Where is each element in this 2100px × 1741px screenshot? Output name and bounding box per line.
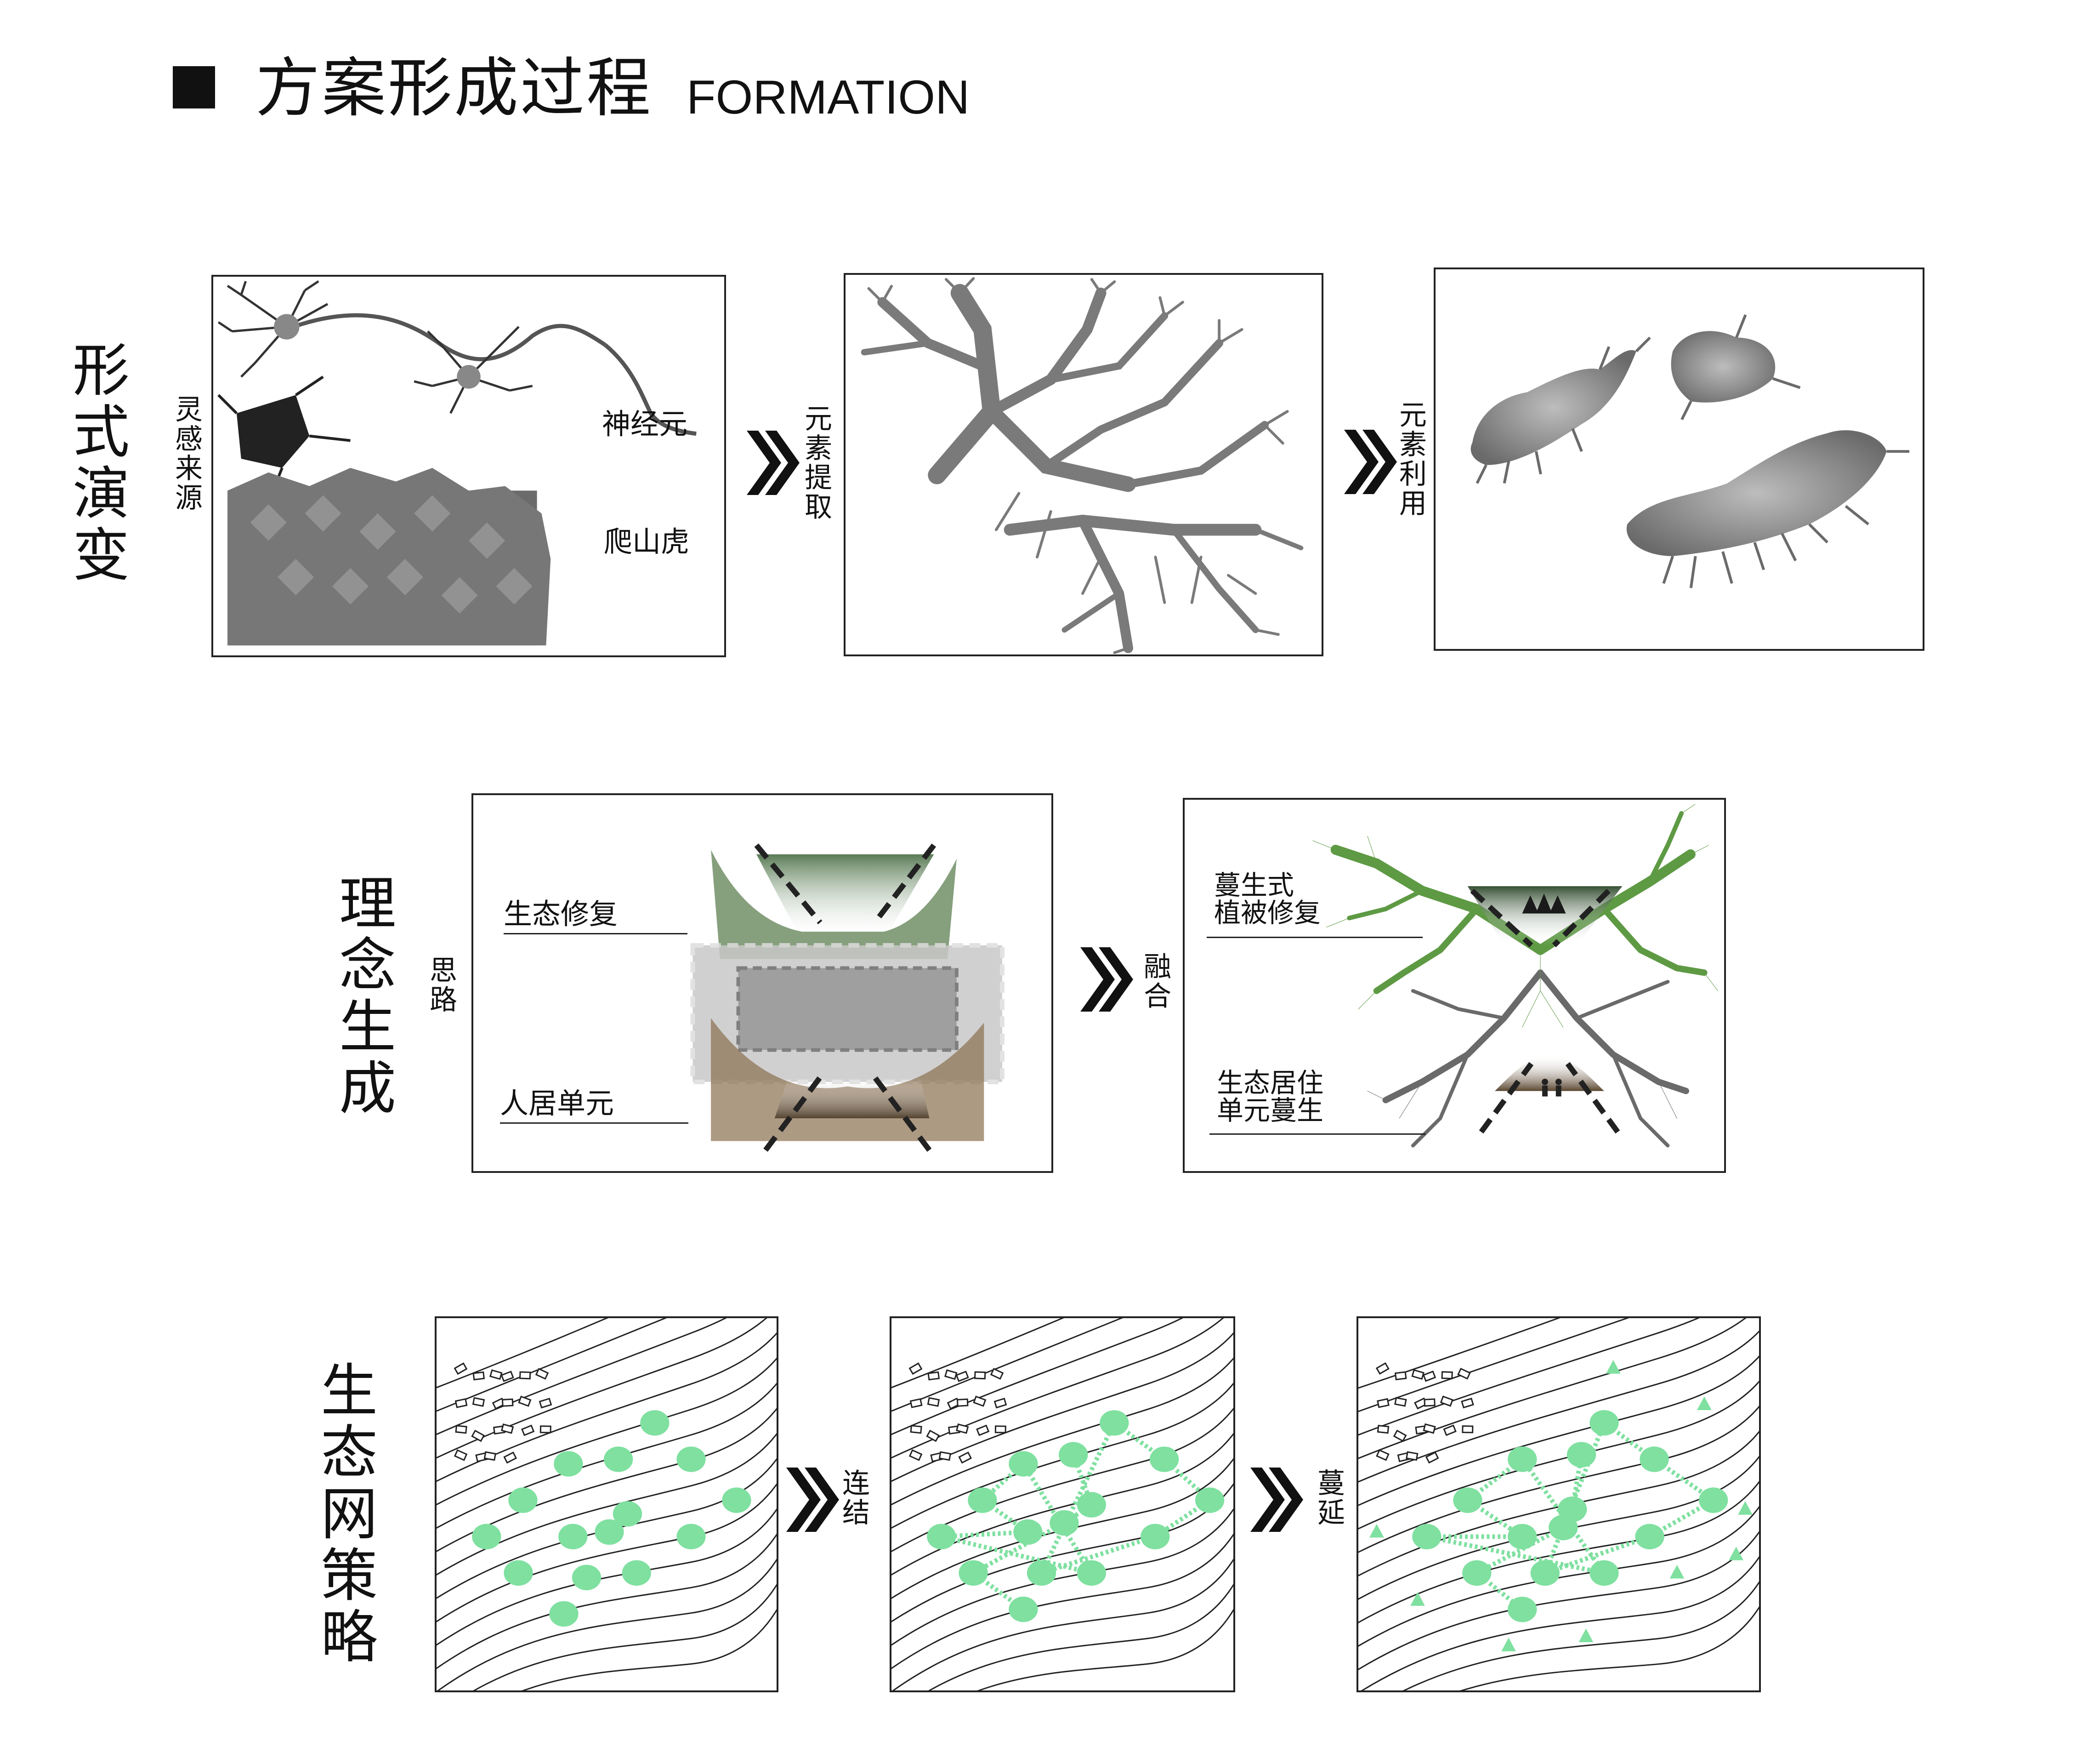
panel-approach: 生态修复 人居单元 bbox=[471, 793, 1053, 1173]
label-eco-housing-unit: 生态居住 单元蔓生 bbox=[1217, 1067, 1324, 1126]
page-title-english: FORMATION bbox=[687, 71, 970, 124]
topographic-map-connected bbox=[891, 1318, 1233, 1690]
panel-map-nodes bbox=[435, 1316, 778, 1692]
step-label-element-use: 元素利用 bbox=[1399, 399, 1427, 520]
panel-fusion: 蔓生式 植被修复 生态居住 单元蔓生 bbox=[1183, 798, 1726, 1173]
panel-map-spreading bbox=[1356, 1316, 1761, 1692]
chevron-right-icon bbox=[784, 1465, 839, 1534]
topographic-map-nodes bbox=[437, 1318, 777, 1690]
neuron-ivy-illustration bbox=[217, 280, 697, 646]
row-label-concept-generation: 理念生成 bbox=[339, 871, 396, 1122]
label-ivy: 爬山虎 bbox=[604, 525, 690, 558]
panel-map-connected bbox=[890, 1316, 1235, 1692]
panel-inspiration: 神经元 爬山虎 bbox=[211, 275, 726, 657]
branching-shape-illustration bbox=[861, 277, 1304, 654]
step-label-fusion: 融合 bbox=[1144, 951, 1171, 1013]
chevron-right-icon bbox=[1078, 945, 1133, 1014]
blob-shapes-illustration bbox=[1470, 314, 1910, 588]
vine-fusion-diagram bbox=[1312, 804, 1718, 1148]
panel-element-use bbox=[1434, 267, 1924, 651]
step-label-inspiration: 灵感来源 bbox=[175, 394, 203, 514]
chevron-right-icon bbox=[1342, 427, 1397, 496]
page-title: 方案形成过程 bbox=[255, 51, 653, 126]
chevron-right-icon bbox=[744, 428, 800, 497]
step-label-approach: 思路 bbox=[430, 955, 457, 1016]
row-label-eco-network-strategy: 生态网策略 bbox=[320, 1358, 378, 1671]
panel-element-extraction bbox=[844, 273, 1323, 656]
step-label-element-extraction: 元素提取 bbox=[805, 403, 832, 523]
step-label-spread: 蔓延 bbox=[1317, 1468, 1345, 1529]
label-human-settlement-unit: 人居单元 bbox=[500, 1087, 614, 1120]
label-vine-restoration: 蔓生式 植被修复 bbox=[1214, 870, 1321, 928]
chevron-right-icon bbox=[1248, 1465, 1303, 1534]
restoration-housing-diagram bbox=[690, 843, 1005, 1152]
title-bullet-square bbox=[173, 66, 215, 108]
step-label-connect: 连结 bbox=[842, 1468, 870, 1529]
label-eco-restoration: 生态修复 bbox=[504, 897, 618, 931]
row-label-form-evolution: 形式演变 bbox=[72, 338, 130, 589]
label-neuron: 神经元 bbox=[602, 407, 688, 441]
topographic-map-spreading bbox=[1358, 1318, 1759, 1690]
